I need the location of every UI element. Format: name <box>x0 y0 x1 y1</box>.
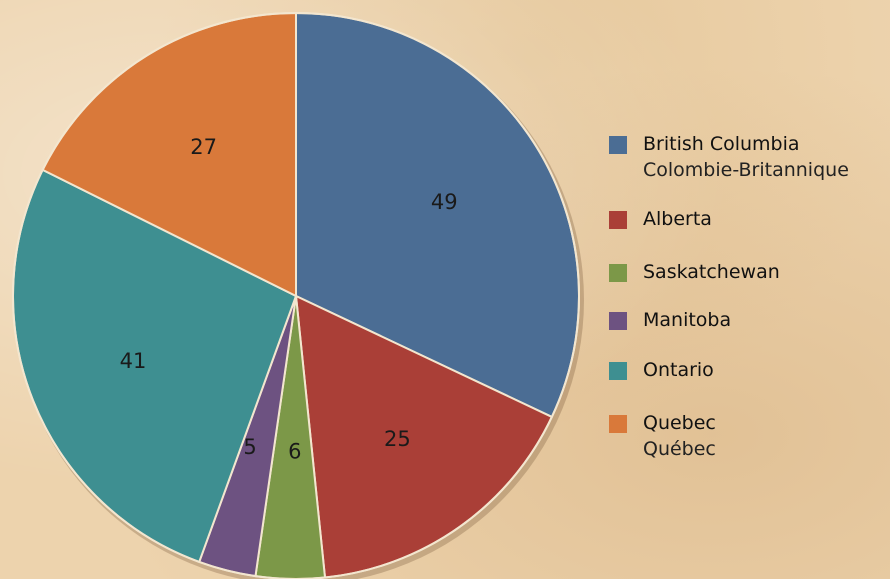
legend-swatch-sk <box>609 264 627 282</box>
legend-label-on: Ontario <box>643 359 714 381</box>
legend-swatch-qc <box>609 415 627 433</box>
legend-text-on: Ontario <box>643 357 714 383</box>
legend-swatch-bc <box>609 136 627 154</box>
legend-text-sk: Saskatchewan <box>643 259 780 285</box>
legend-label-ab: Alberta <box>643 208 712 230</box>
pie-rim <box>12 12 580 579</box>
legend-swatch-on <box>609 362 627 380</box>
legend-label-qc: Quebec <box>643 412 716 434</box>
legend-alt-label-qc: Québec <box>643 438 716 460</box>
pie-chart: 49 25 6 5 41 27 <box>12 12 584 579</box>
legend-text-ab: Alberta <box>643 206 712 232</box>
legend-alt-label-bc: Colombie-Britannique <box>643 159 849 181</box>
slice-label-qc: 27 <box>190 135 217 159</box>
slice-label-on: 41 <box>120 349 147 373</box>
legend-item-ab: Alberta <box>609 206 712 232</box>
legend-item-sk: Saskatchewan <box>609 259 780 285</box>
legend-item-on: Ontario <box>609 357 714 383</box>
slice-label-ab: 25 <box>384 427 411 451</box>
slice-label-sk: 6 <box>288 440 301 464</box>
legend-text-mb: Manitoba <box>643 307 731 333</box>
slice-label-mb: 5 <box>243 435 256 459</box>
legend-label-mb: Manitoba <box>643 309 732 331</box>
legend-swatch-ab <box>609 211 627 229</box>
legend-item-mb: Manitoba <box>609 307 731 333</box>
legend-swatch-mb <box>609 312 627 330</box>
legend-label-sk: Saskatchewan <box>643 261 780 283</box>
legend-label-bc: British Columbia <box>643 133 800 155</box>
slice-label-bc: 49 <box>431 190 458 214</box>
